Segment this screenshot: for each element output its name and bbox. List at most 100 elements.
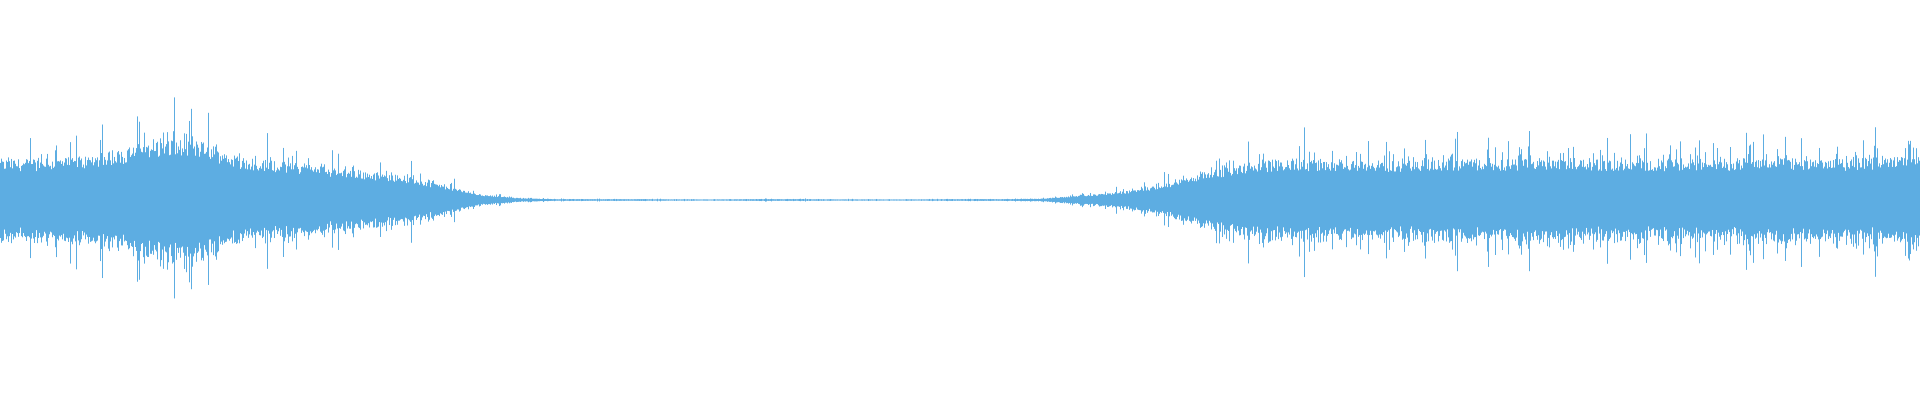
waveform-sample-bar [1558,159,1559,243]
waveform-sample-bar [666,199,667,201]
waveform-sample-bar [1736,161,1737,236]
waveform-sample-bar [1864,168,1865,233]
waveform-sample-bar [1307,163,1308,240]
waveform-sample-bar [1458,170,1459,230]
waveform-sample-bar [1068,196,1069,204]
waveform-sample-bar [1159,187,1160,214]
waveform-sample-bar [1673,166,1674,237]
waveform-sample-bar [1177,183,1178,217]
waveform-sample-bar [1454,167,1455,230]
waveform-sample-bar [1283,170,1284,228]
waveform-sample-bar [1353,160,1354,238]
waveform-sample-bar [1105,191,1106,209]
waveform-sample-bar [1614,152,1615,244]
waveform-sample-bar [1639,155,1640,244]
waveform-sample-bar [695,199,696,201]
waveform-sample-bar [1599,169,1600,234]
waveform-sample-bar [1476,158,1477,246]
waveform-sample-bar [1595,165,1596,233]
waveform-sample-bar [1541,160,1542,239]
waveform-sample-bar [509,196,510,204]
waveform-sample-bar [1210,174,1211,223]
waveform-sample-bar [635,199,636,201]
waveform-sample-bar [152,150,153,251]
waveform-sample-bar [1380,164,1381,239]
waveform-sample-bar [1329,168,1330,231]
waveform-sample-bar [582,199,583,201]
waveform-sample-bar [408,182,409,220]
waveform-sample-bar [1003,199,1004,201]
waveform-sample-bar [620,199,621,201]
waveform-sample-bar [859,199,860,201]
waveform-sample-bar [576,199,577,201]
waveform-sample-bar [679,199,680,201]
waveform-sample-bar [178,146,179,253]
waveform-sample-bar [1326,162,1327,242]
waveform-sample-bar [338,153,339,250]
waveform-sample-bar [431,183,432,218]
waveform-sample-bar [1356,152,1357,246]
waveform-sample-bar [1692,159,1693,239]
waveform-sample-bar [486,195,487,205]
waveform-sample-bar [1688,163,1689,236]
waveform-sample-bar [9,161,10,237]
waveform-sample-bar [1258,163,1259,233]
waveform-sample-bar [450,183,451,215]
waveform-sample-bar [74,160,75,236]
waveform-sample-bar [1517,170,1518,230]
waveform-sample-bar [63,165,64,234]
waveform-sample-bar [1908,140,1909,259]
waveform-sample-bar [433,180,434,221]
waveform-sample-bar [1204,172,1205,228]
waveform-sample-bar [1867,166,1868,234]
waveform-sample-bar [1782,159,1783,242]
waveform-sample-bar [480,194,481,206]
waveform-sample-bar [348,172,349,227]
waveform-sample-bar [1123,189,1124,211]
waveform-sample-bar [1585,166,1586,236]
waveform-sample-bar [1872,169,1873,228]
waveform-sample-bar [1526,159,1527,245]
waveform-sample-bar [852,198,853,202]
waveform-sample-bar [1488,137,1489,267]
waveform-sample-bar [1548,162,1549,238]
waveform-sample-bar [1874,145,1875,252]
waveform-sample-bar [863,199,864,201]
waveform-sample-bar [1621,157,1622,241]
waveform-sample-bar [491,196,492,204]
waveform-sample-bar [1401,168,1402,232]
waveform-sample-bar [1657,167,1658,231]
waveform-sample-bar [1453,170,1454,229]
waveform-sample-bar [982,199,983,201]
waveform-sample-bar [586,199,587,201]
waveform-sample-bar [310,169,311,232]
waveform-sample-bar [832,199,833,201]
waveform-sample-bar [384,175,385,226]
waveform-sample-bar [768,199,769,201]
waveform-sample-bar [1530,155,1531,241]
waveform-sample-bar [409,177,410,221]
waveform-sample-bar [43,165,44,236]
waveform-sample-bar [881,199,882,201]
waveform-sample-bar [1842,159,1843,237]
waveform-sample-bar [575,199,576,201]
waveform-sample-bar [1311,160,1312,242]
waveform-sample-bar [1564,161,1565,238]
waveform-sample-bar [498,196,499,204]
waveform-sample-bar [1309,151,1310,252]
waveform-sample-bar [713,199,714,201]
waveform-sample-bar [1367,167,1368,235]
waveform-sample-bar [1350,169,1351,228]
waveform-sample-bar [1208,173,1209,226]
waveform-sample-bar [785,199,786,201]
waveform-sample-bar [1894,157,1895,242]
waveform-sample-bar [1125,193,1126,207]
waveform-sample-bar [814,199,815,201]
waveform-sample-bar [740,199,741,201]
waveform-sample-bar [1066,196,1067,204]
waveform-sample-bar [1714,160,1715,242]
waveform-sample-bar [948,199,949,201]
waveform-sample-bar [1242,173,1243,227]
waveform-sample-bar [1712,167,1713,230]
waveform-sample-bar [1056,197,1057,203]
